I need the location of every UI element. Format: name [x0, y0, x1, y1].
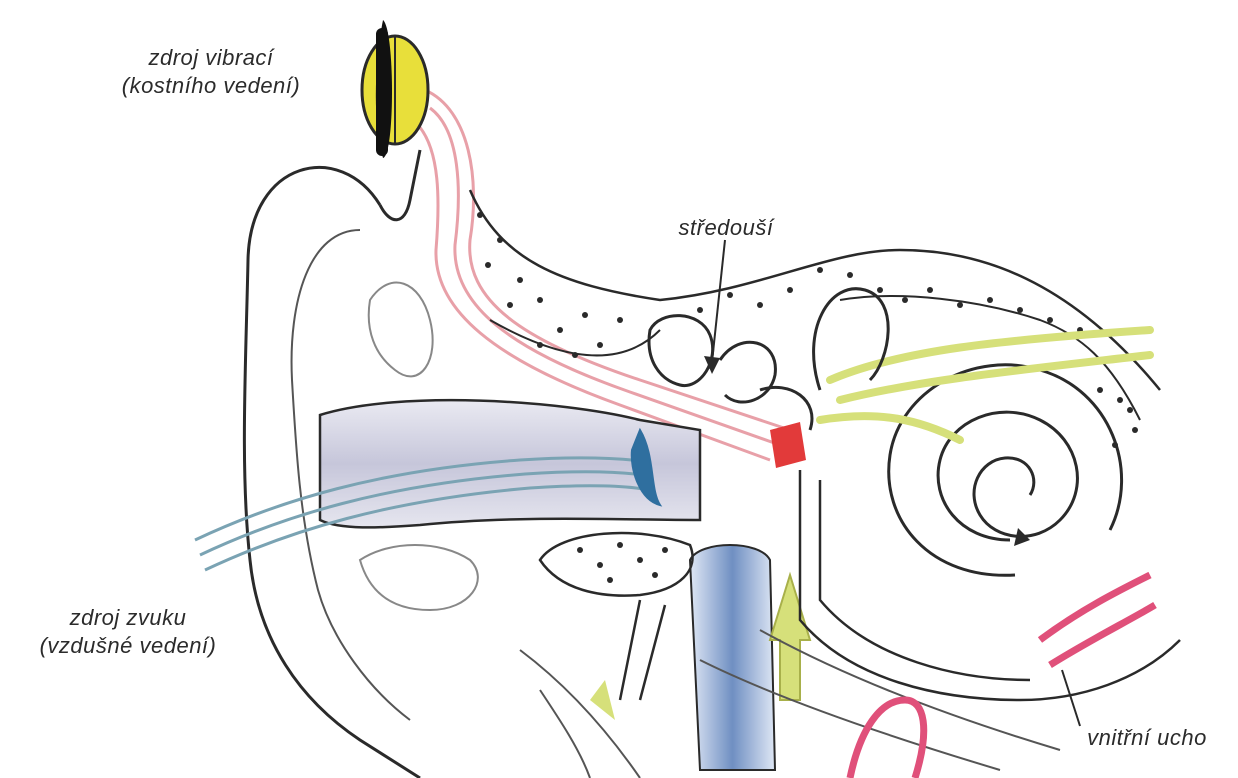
stapes: [770, 422, 806, 468]
label-line: (kostního vedení): [96, 72, 326, 100]
muscle-yellow: [770, 575, 810, 700]
label-line: zdroj vibrací: [96, 44, 326, 72]
muscle-yellow-small: [590, 680, 615, 720]
label-middle-ear: středouší: [656, 214, 796, 242]
eustachian-tube: [690, 545, 775, 770]
inner-ear-pointer: [1062, 670, 1080, 726]
label-air-conduction-source: zdroj zvuku (vzdušné vedení): [10, 604, 246, 660]
concha-detail: [369, 283, 433, 377]
auditory-nerve: [820, 330, 1150, 440]
middle-ear-ossicles: [649, 316, 812, 430]
auricle-top-notch: [380, 150, 420, 220]
lower-bone: [540, 533, 693, 596]
lower-bone-dots: [577, 542, 668, 583]
cochlea: [889, 365, 1122, 575]
vibrator-icon: [362, 20, 428, 158]
middle-ear-pointer: [712, 240, 725, 362]
label-line: (vzdušné vedení): [10, 632, 246, 660]
label-line: zdroj zvuku: [10, 604, 246, 632]
styloid-process: [620, 600, 665, 700]
concha-lower: [360, 545, 478, 610]
jaw-outline: [520, 650, 640, 778]
label-inner-ear: vnitřní ucho: [1062, 724, 1232, 752]
label-bone-conduction-source: zdroj vibrací (kostního vedení): [96, 44, 326, 100]
